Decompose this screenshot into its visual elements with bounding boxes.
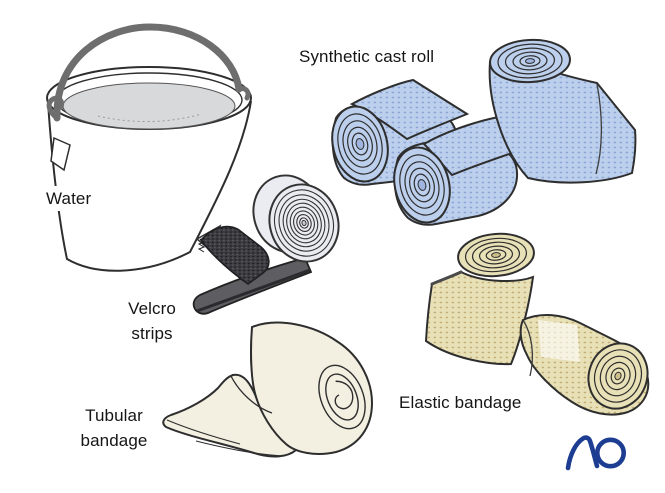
elastic-bandage-illustration	[424, 232, 650, 416]
ao-logo-mark	[565, 435, 626, 471]
bucket-handle	[53, 23, 243, 122]
tubular-bandage-illustration	[162, 321, 374, 458]
label-synthetic-cast-roll: Synthetic cast roll	[299, 47, 435, 66]
label-velcro-line2: strips	[131, 324, 173, 343]
tape-patch	[538, 320, 580, 362]
label-elastic-bandage: Elastic bandage	[399, 393, 522, 412]
label-tubular-bandage: Tubular bandage	[64, 403, 164, 453]
label-velcro-line1: Velcro	[128, 299, 176, 318]
label-tubular-line2: bandage	[80, 431, 148, 450]
synthetic-cast-roll-illustration	[331, 38, 637, 226]
water-bucket-illustration	[46, 23, 252, 272]
bucket-tab	[50, 136, 71, 172]
label-tubular-line1: Tubular	[85, 406, 143, 425]
label-water: Water	[44, 186, 94, 211]
water-surface	[62, 82, 236, 130]
velcro-strips-illustration	[192, 174, 340, 315]
label-velcro-strips: Velcro strips	[108, 296, 196, 346]
ao-logo: AO	[563, 432, 643, 480]
